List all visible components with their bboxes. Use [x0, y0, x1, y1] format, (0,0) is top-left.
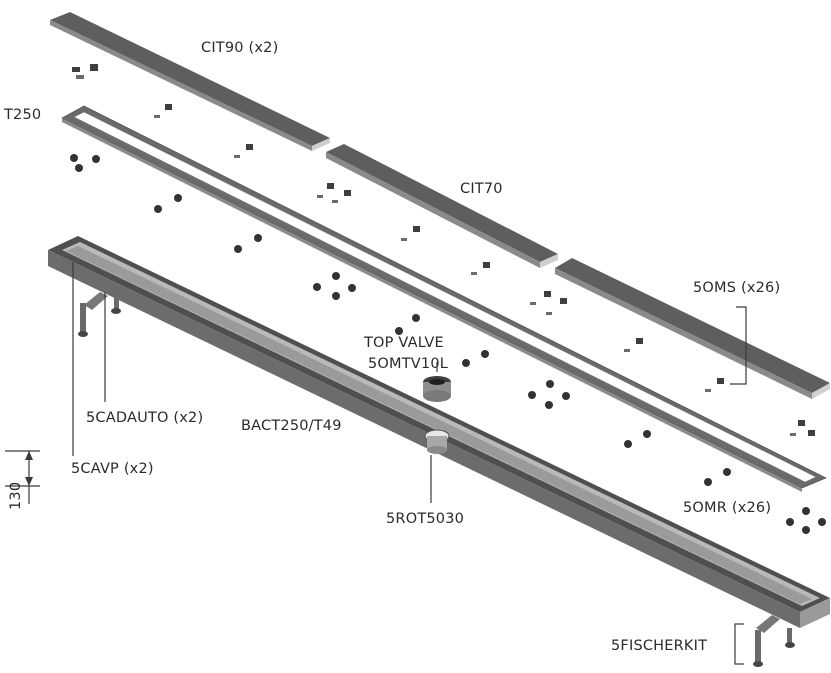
label-top-valve: TOP VALVE	[363, 335, 444, 351]
foot-left	[78, 292, 121, 337]
label-5cavp: 5CAVP (x2)	[71, 461, 154, 477]
cit90-plate-left	[50, 12, 330, 151]
label-cit90: CIT90 (x2)	[201, 40, 278, 56]
outlet-5rot5030	[424, 429, 450, 454]
label-cit70: CIT70	[460, 181, 503, 197]
label-5rot5030: 5ROT5030	[386, 511, 464, 527]
leader-fischer	[734, 623, 744, 665]
foot-right	[753, 615, 795, 667]
leader-oms	[730, 306, 747, 385]
spacers	[70, 154, 826, 534]
bact250-channel	[48, 236, 830, 628]
top-valve-part	[423, 376, 451, 402]
dimension-130-label: 130	[8, 482, 24, 510]
label-5fischerkit: 5FISCHERKIT	[611, 638, 707, 654]
cit90-plate-right	[555, 258, 830, 399]
label-5omr: 5OMR (x26)	[683, 500, 771, 516]
t250-frame	[61, 105, 827, 492]
dimension-130: 130	[5, 450, 40, 510]
label-bact250: BACT250/T49	[241, 418, 342, 434]
cit70-plate	[326, 144, 558, 268]
label-5cadauto: 5CADAUTO (x2)	[86, 410, 203, 426]
label-t250: T250	[3, 107, 41, 123]
label-5omtv10l: 5OMTV10L	[368, 356, 448, 372]
label-5oms: 5OMS (x26)	[693, 280, 780, 296]
clips	[72, 64, 815, 436]
